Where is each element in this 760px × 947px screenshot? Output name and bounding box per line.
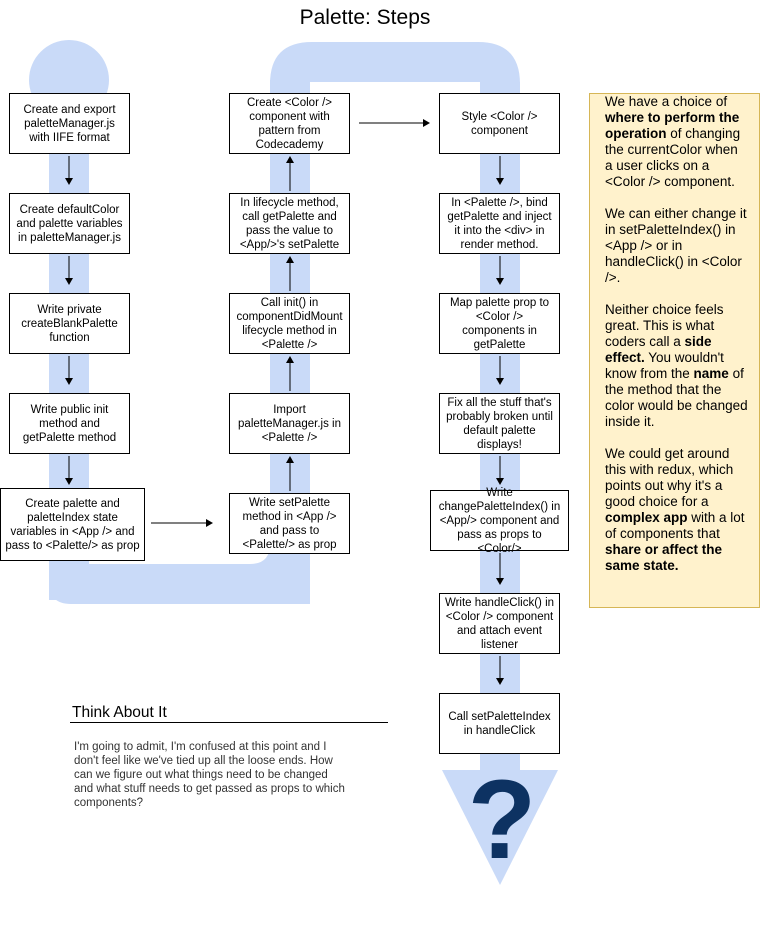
step-left-3: Write private createBlankPalette functio… [9, 293, 130, 354]
step-right-7: Call setPaletteIndex in handleClick [439, 693, 560, 754]
step-right-4: Fix all the stuff that's probably broken… [439, 393, 560, 454]
note-text-run: Neither choice feels great. This is what… [605, 302, 724, 349]
step-right-1: Style <Color /> component [439, 93, 560, 154]
note-paragraph-4: We could get around this with redux, whi… [605, 446, 749, 574]
note-text-run: We can either change it in setPaletteInd… [605, 206, 747, 285]
note-text-run: with a lot of components that [605, 510, 745, 541]
path-top-segment [270, 42, 520, 120]
arrowhead-left-3 [65, 378, 73, 385]
arrowhead-middle-3 [286, 256, 294, 263]
arrowhead-middle-2 [286, 356, 294, 363]
step-left-2: Create defaultColor and palette variable… [9, 193, 130, 254]
step-middle-1: Create <Color /> component with pattern … [229, 93, 350, 154]
arrowhead-right-3 [496, 378, 504, 385]
think-about-it-text: I'm going to admit, I'm confused at this… [74, 741, 345, 809]
side-effect-note: We have a choice of where to perform the… [589, 93, 760, 608]
step-left-5: Create palette and paletteIndex state va… [0, 488, 145, 561]
step-middle-4: Import paletteManager.js in <Palette /> [229, 393, 350, 454]
note-text-run: We could get around this with redux, whi… [605, 446, 734, 509]
arrowhead-right-5 [496, 578, 504, 585]
step-middle-3: Call init() in componentDidMount lifecyc… [229, 293, 350, 354]
step-right-6: Write handleClick() in <Color /> compone… [439, 593, 560, 654]
arrowhead-right-4 [496, 478, 504, 485]
note-text-run: share or affect the same state. [605, 542, 723, 573]
step-left-1: Create and export paletteManager.js with… [9, 93, 130, 154]
question-mark-icon: ? [467, 757, 537, 882]
note-text-run: name [693, 366, 729, 381]
note-paragraph-3: Neither choice feels great. This is what… [605, 302, 749, 430]
note-text-run: side effect. [605, 334, 712, 365]
arrowhead-middle-1 [286, 456, 294, 463]
step-left-4: Write public init method and getPalette … [9, 393, 130, 454]
note-text-run: of changing the currentColor when a user… [605, 126, 741, 189]
arrowhead-middle-4 [286, 156, 294, 163]
note-text-run: complex app [605, 510, 688, 525]
note-text-run: We have a choice of [605, 94, 728, 109]
arrowhead-middle-to-right [423, 119, 430, 127]
step-right-5: Write changePaletteIndex() in <App/> com… [430, 487, 569, 555]
step-middle-2: In lifecycle method, call getPalette and… [229, 193, 350, 254]
connector-arrows [68, 122, 501, 679]
page-title: Palette: Steps [299, 6, 431, 29]
arrowhead-left-2 [65, 278, 73, 285]
step-middle-5: Write setPalette method in <App /> and p… [229, 493, 350, 554]
arrowhead-right-2 [496, 278, 504, 285]
path-arrow-head [442, 770, 558, 885]
arrow-heads [65, 119, 504, 685]
arrowhead-left-to-middle [206, 519, 213, 527]
think-about-it-underline [70, 722, 388, 723]
path-bottom-right-curve [250, 542, 310, 604]
note-text-run: where to perform the operation [605, 110, 740, 141]
note-text-run: You wouldn't know from the [605, 350, 724, 381]
note-paragraph-2: We can either change it in setPaletteInd… [605, 206, 749, 286]
note-paragraph-1: We have a choice of where to perform the… [605, 94, 749, 190]
note-text-run: of the method that the color would be ch… [605, 366, 748, 429]
step-right-3: Map palette prop to <Color /> components… [439, 293, 560, 354]
arrowhead-left-1 [65, 178, 73, 185]
arrowhead-left-4 [65, 478, 73, 485]
think-about-it-title: Think About It [72, 704, 167, 721]
step-right-2: In <Palette />, bind getPalette and inje… [439, 193, 560, 254]
arrowhead-right-1 [496, 178, 504, 185]
arrowhead-right-6 [496, 678, 504, 685]
